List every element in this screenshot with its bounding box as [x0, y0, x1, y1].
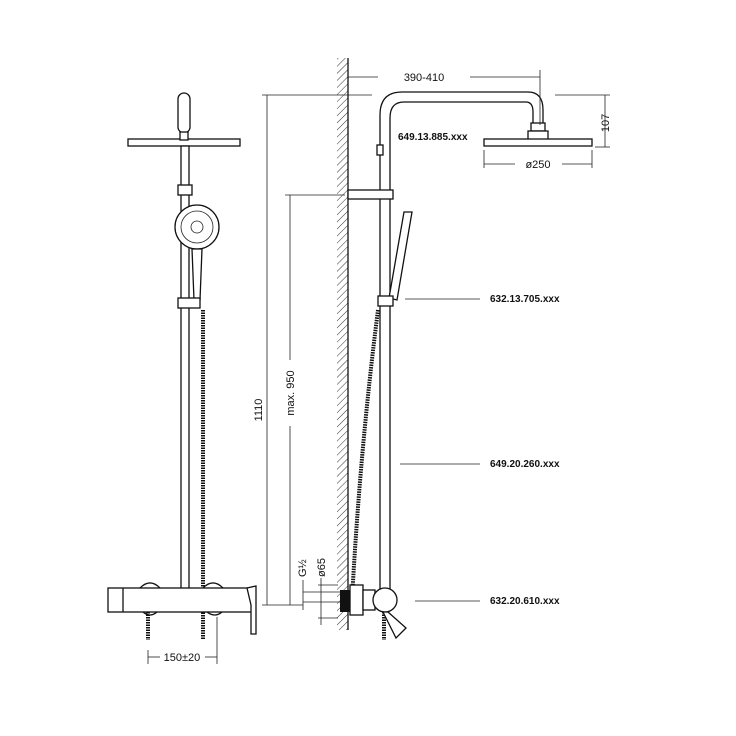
mixer-code: 632.20.610.xxx: [490, 596, 560, 607]
side-hand-shower: [388, 211, 413, 301]
riser-rail-code: 649.20.260.xxx: [490, 459, 560, 470]
side-view: [303, 58, 593, 640]
side-slider: [377, 295, 394, 307]
hand-shower-code: 632.13.705.xxx: [490, 294, 560, 305]
head-height-dimension: 107: [600, 114, 612, 132]
max-height-dimension: max. 950: [285, 370, 297, 415]
rosette-diameter-dimension: ø65: [316, 558, 328, 577]
side-hose-upper: [350, 309, 380, 601]
front-mixer-lever: [246, 585, 257, 635]
front-mixer-body: [107, 587, 254, 613]
inlet-spacing-dimension: 150±20: [164, 652, 201, 664]
wall-rosette: [349, 584, 364, 616]
dimension-lines: 390-410 107 ø250 1110 max. 950 G½ ø65: [253, 70, 612, 625]
wall-hatching: [337, 58, 348, 630]
front-hand-shower-handle: [191, 248, 203, 301]
front-hand-shower-head: [174, 204, 220, 250]
total-height-dimension: 1110: [253, 399, 265, 422]
arm-projection-dimension: 390-410: [404, 72, 444, 84]
wall-bracket: [347, 189, 394, 200]
side-mixer-body: [372, 587, 398, 613]
front-view: 150±20: [107, 92, 257, 664]
thread-dimension: G½: [297, 559, 309, 577]
head-diameter-dimension: ø250: [525, 159, 550, 171]
side-mixer-lever: [381, 611, 407, 640]
shower-head-code: 649.13.885.xxx: [398, 132, 468, 143]
side-shower-head: [483, 138, 593, 147]
shower-arm: [379, 91, 544, 590]
head-connector: [177, 92, 191, 134]
part-labels: 649.13.885.xxx 632.13.705.xxx 649.20.260…: [398, 132, 560, 607]
front-slider: [177, 297, 201, 309]
